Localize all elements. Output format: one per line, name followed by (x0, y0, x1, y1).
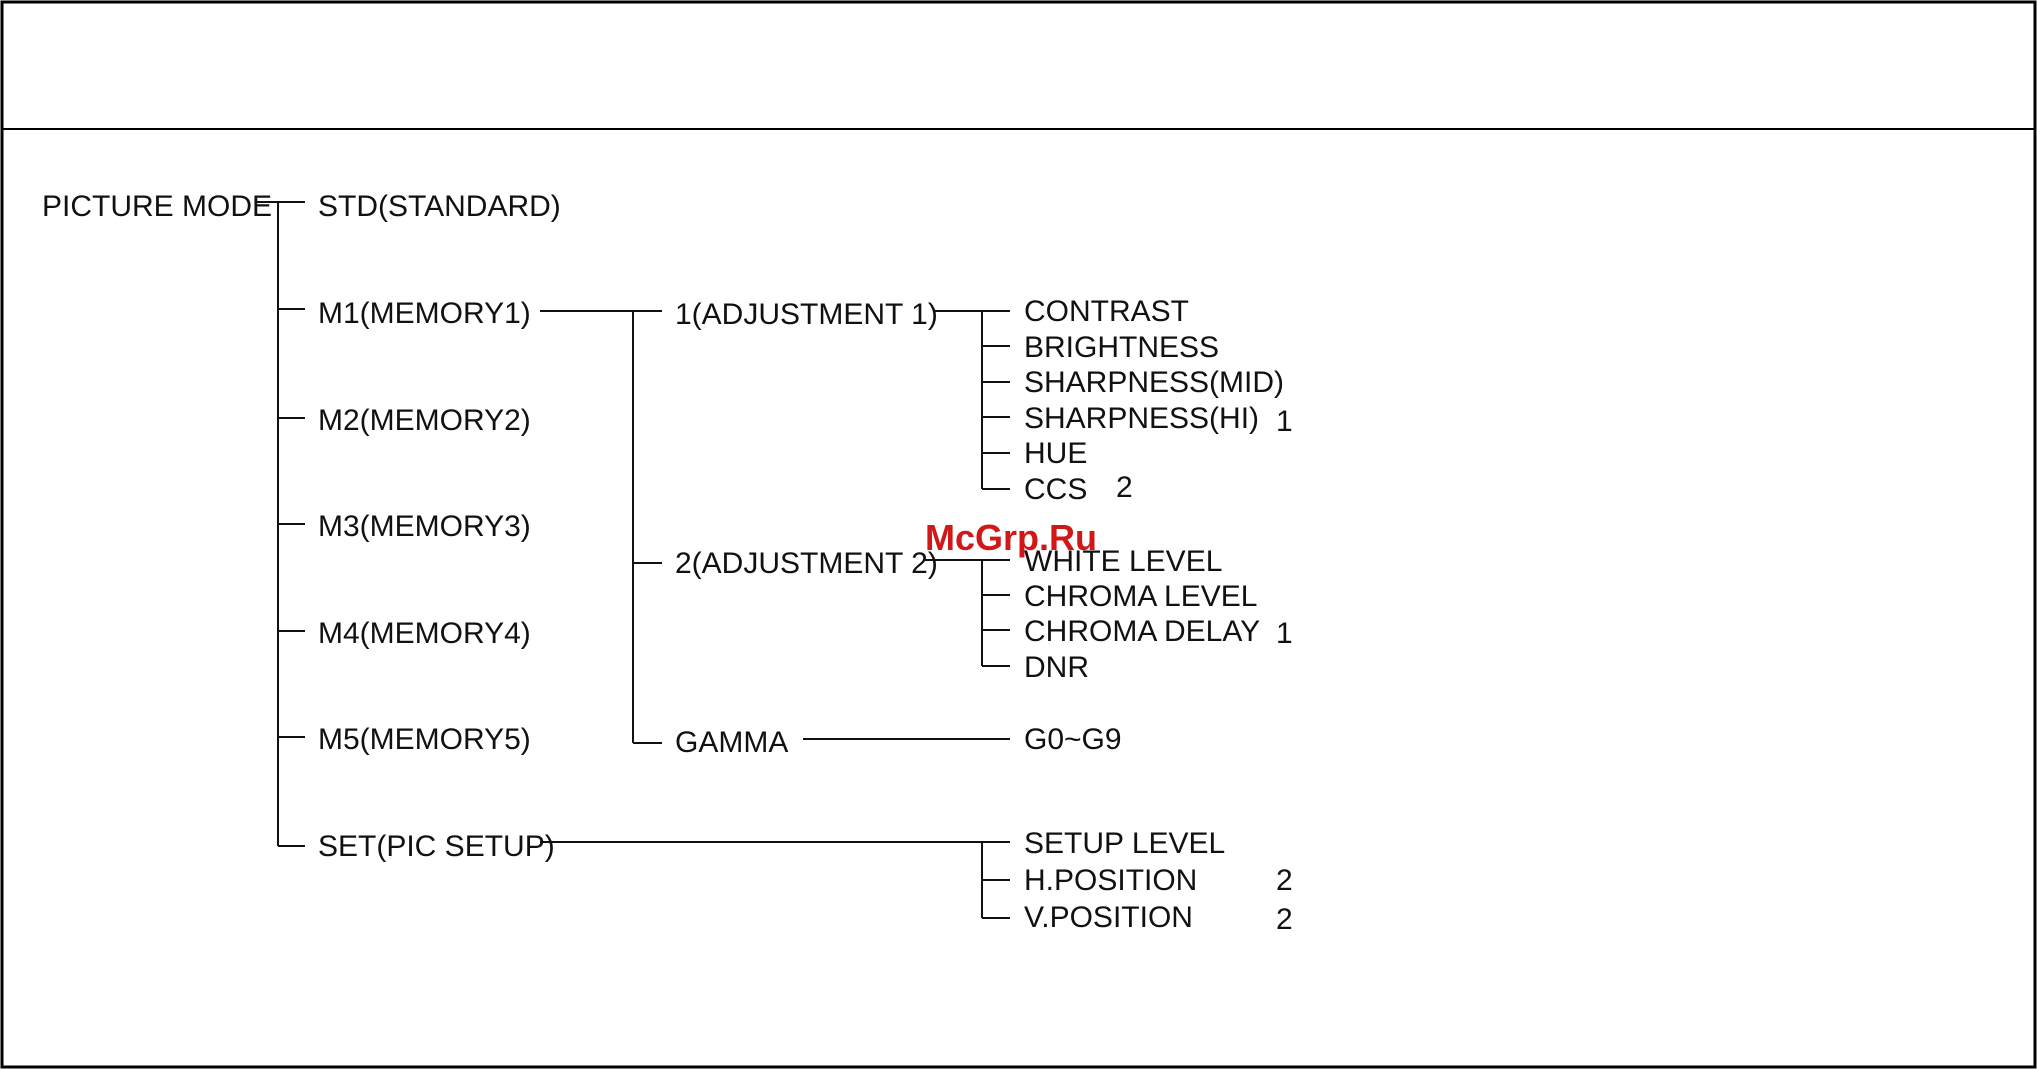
adj1-ccs: CCS (1024, 473, 1087, 506)
mode-std: STD(STANDARD) (318, 190, 561, 223)
watermark: McGrp.Ru (925, 517, 1097, 558)
mode-set: SET(PIC SETUP) (318, 830, 555, 863)
mode-m2: M2(MEMORY2) (318, 404, 531, 437)
gamma-value: G0~G9 (1024, 723, 1122, 756)
note-sharpness-hi: 1 (1276, 405, 1293, 438)
adjustment-1-label: 1(ADJUSTMENT 1) (675, 298, 938, 331)
adj1-sharpness-hi: SHARPNESS(HI) (1024, 402, 1259, 435)
setup-v-position: V.POSITION (1024, 901, 1193, 934)
adj2-dnr: DNR (1024, 651, 1089, 684)
root-label: PICTURE MODE (42, 190, 272, 223)
adj2-chroma-level: CHROMA LEVEL (1024, 580, 1257, 613)
mode-m3: M3(MEMORY3) (318, 510, 531, 543)
mode-m5: M5(MEMORY5) (318, 723, 531, 756)
adj1-sharpness-mid: SHARPNESS(MID) (1024, 366, 1284, 399)
setup-level: SETUP LEVEL (1024, 827, 1225, 860)
setup-h-position: H.POSITION (1024, 864, 1197, 897)
adj1-brightness: BRIGHTNESS (1024, 331, 1219, 364)
note-v-position: 2 (1276, 903, 1293, 936)
gamma-label: GAMMA (675, 726, 788, 759)
mode-m1: M1(MEMORY1) (318, 297, 531, 330)
note-chroma-delay: 1 (1276, 617, 1293, 650)
adj1-contrast: CONTRAST (1024, 295, 1189, 328)
mode-m4: M4(MEMORY4) (318, 617, 531, 650)
note-h-position: 2 (1276, 864, 1293, 897)
note-ccs: 2 (1116, 471, 1133, 504)
adj2-chroma-delay: CHROMA DELAY (1024, 615, 1260, 648)
adjustment-2-label: 2(ADJUSTMENT 2) (675, 547, 938, 580)
adj1-hue: HUE (1024, 437, 1087, 470)
